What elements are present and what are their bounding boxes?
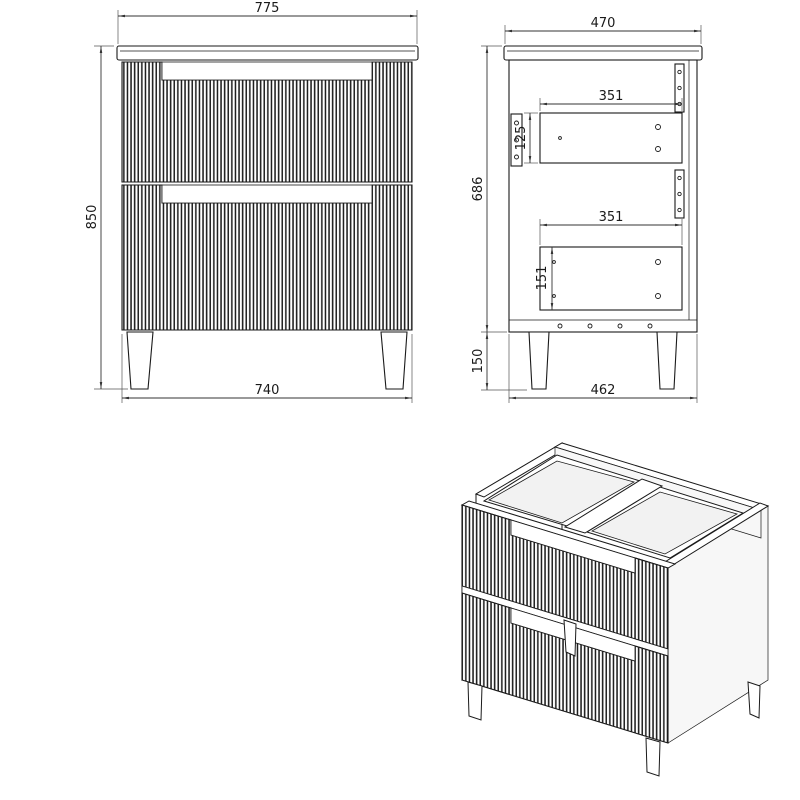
iso-front-left-leg [467,681,483,721]
side-right-upper-bracket [674,63,685,113]
side-view: 470 686 150 462 351 [471,16,703,403]
bracket-hole [677,207,682,213]
side-left-bracket [510,113,523,167]
bracket-hole [514,120,519,126]
iso-left-opening-inner [488,460,636,524]
side-front-leg [656,331,678,390]
upper-drawer-depth-dimension: 351 [539,89,683,111]
front-lower-drawer-handle-recess [161,184,373,204]
front-height-dimension: 850 [85,45,128,390]
side-right-lower-bracket [674,169,685,219]
front-height-label: 850 [85,205,100,230]
drawer-hole [655,293,661,299]
drawer-hole [655,146,661,152]
iso-upper-drawer-handle-recess [510,519,636,574]
iso-center-divider [563,478,664,534]
side-countertop [503,45,703,61]
front-right-leg [380,331,408,390]
front-bottom-width-dimension: 740 [121,334,413,403]
lower-drawer-height-label: 151 [535,266,550,291]
side-body-height-dimension: 686 [471,45,507,333]
side-upper-drawer-box [539,112,683,164]
front-top-width-label: 775 [255,1,280,16]
iso-right-opening-inner [591,491,739,555]
side-lower-drawer-box [539,246,683,311]
isometric-view [460,442,770,777]
bracket-hole [677,191,682,197]
drawer-hole [655,259,661,265]
upper-drawer-depth-label: 351 [599,89,624,104]
bottom-rail-hole [587,323,593,329]
front-lower-drawer [121,184,413,331]
bracket-hole [514,154,519,160]
front-view: 775 850 740 [85,1,419,403]
drawer-hole [558,136,562,140]
side-bottom-depth-dimension: 462 [508,334,698,403]
front-left-leg [126,331,154,390]
lower-drawer-height-dimension: 151 [535,247,554,310]
side-back-leg [528,331,550,390]
iso-back-right-leg [747,681,761,719]
front-bottom-width-label: 740 [255,383,280,398]
iso-front-right-leg [645,737,661,777]
bottom-rail-hole [617,323,623,329]
bracket-hole [677,85,682,91]
front-top-width-dimension: 775 [117,1,418,44]
upper-drawer-height-label: 125 [514,126,529,151]
drawer-hole [655,124,661,130]
side-body-height-label: 686 [471,177,486,202]
bottom-rail-hole [647,323,653,329]
bracket-hole [677,69,682,75]
lower-drawer-depth-dimension: 351 [539,210,683,245]
upper-drawer-height-dimension: 125 [514,112,538,164]
side-leg-height-label: 150 [471,349,486,374]
iso-back-left-leg [563,619,577,657]
lower-drawer-depth-label: 351 [599,210,624,225]
bracket-hole [514,137,519,143]
front-upper-drawer-handle-recess [161,61,373,81]
bottom-rail-hole [557,323,563,329]
side-top-depth-dimension: 470 [504,16,702,44]
front-countertop [116,45,419,61]
side-bottom-depth-label: 462 [591,383,616,398]
bracket-hole [677,175,682,181]
side-leg-height-dimension: 150 [471,332,527,391]
side-top-depth-label: 470 [591,16,616,31]
